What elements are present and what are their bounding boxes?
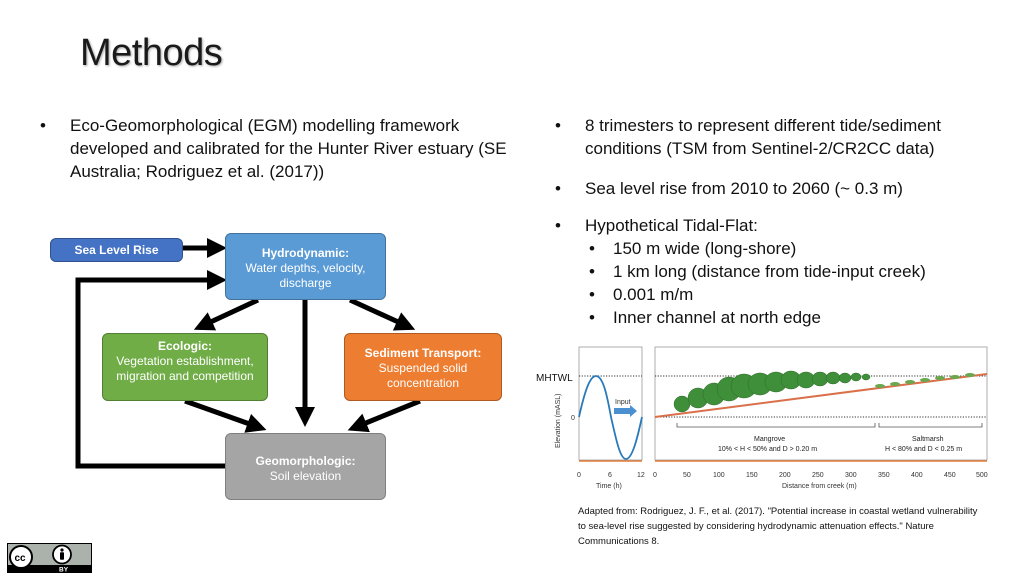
sub-bullet-long: 1 km long (distance from tide-input cree…	[555, 260, 975, 283]
mangrove-condition: 10% < H < 50% and D > 0.20 m	[718, 446, 817, 453]
sub-bullet-wide: 150 m wide (long-shore)	[555, 237, 975, 260]
time-tick: 12	[637, 472, 645, 479]
right-bullets: 8 trimesters to represent different tide…	[555, 114, 975, 329]
tidal-flat-figure: MHTWL Elevation (mASL) 0 0 6 12 Time (h)…	[536, 346, 988, 490]
time-tick: 0	[577, 472, 581, 479]
distance-tick: 450	[944, 472, 956, 479]
hydrodynamic-box: Hydrodynamic: Water depths, velocity, di…	[225, 233, 386, 300]
cc-icon: cc	[9, 545, 33, 569]
mangrove-canopy	[673, 370, 871, 413]
bullet-trimesters: 8 trimesters to represent different tide…	[555, 114, 975, 160]
bullet-tidal-flat: Hypothetical Tidal-Flat:	[555, 214, 975, 237]
distance-axis-label: Distance from creek (m)	[782, 483, 857, 490]
arrow-sed-to-geo	[347, 398, 421, 433]
svg-text:cc: cc	[15, 553, 27, 564]
arrow-feedback-loop	[75, 270, 227, 469]
distance-tick: 0	[653, 472, 657, 479]
saltmarsh-grass	[875, 373, 975, 388]
sea-level-rise-label: Sea Level Rise	[74, 243, 159, 257]
distance-tick: 400	[911, 472, 923, 479]
profile-panel: Mangrove 10% < H < 50% and D > 0.20 m Sa…	[653, 346, 988, 490]
geomorphologic-body: Soil elevation	[269, 469, 342, 483]
arrow-eco-to-geo	[184, 398, 267, 433]
tide-curve	[578, 375, 643, 460]
time-tick: 6	[608, 472, 612, 479]
ground-line	[654, 373, 988, 418]
ecologic-box: Ecologic: Vegetation establishment, migr…	[102, 333, 268, 401]
arrow-hydro-to-sed	[348, 297, 416, 331]
distance-tick: 150	[746, 472, 758, 479]
y-zero-label: 0	[571, 415, 575, 422]
citation: Adapted from: Rodriguez, J. F., et al. (…	[578, 506, 978, 547]
ecologic-body: Vegetation establishment, migration and …	[116, 354, 254, 383]
tide-panel-frame	[578, 346, 643, 461]
ecologic-head: Ecologic:	[157, 339, 212, 353]
hydrodynamic-head: Hydrodynamic:	[261, 246, 350, 260]
profile-panel-frame	[654, 346, 988, 461]
hydrodynamic-body: Water depths, velocity, discharge	[245, 261, 366, 290]
mhtwl-label: MHTWL	[536, 373, 573, 384]
mangrove-label: Mangrove	[754, 436, 785, 443]
input-label: Input	[615, 399, 631, 406]
distance-tick: 50	[683, 472, 691, 479]
page-title: Methods	[80, 32, 223, 74]
distance-tick: 350	[878, 472, 890, 479]
person-icon	[52, 544, 72, 565]
sub-bullet-slope: 0.001 m/m	[555, 283, 975, 306]
sub-bullet-channel: Inner channel at north edge	[555, 306, 975, 329]
saltmarsh-condition: H < 80% and D < 0.25 m	[885, 446, 962, 453]
tide-panel: 0 6 12 Time (h)	[577, 346, 645, 490]
distance-tick: 200	[779, 472, 791, 479]
sediment-head: Sediment Transport:	[364, 346, 482, 360]
saltmarsh-label: Saltmarsh	[912, 436, 944, 443]
time-axis-label: Time (h)	[596, 483, 622, 490]
arrow-hydro-to-eco	[193, 297, 260, 331]
by-label: BY	[59, 567, 69, 574]
saltmarsh-bracket	[878, 423, 983, 428]
distance-tick: 100	[713, 472, 725, 479]
mangrove-bracket	[676, 423, 876, 428]
geomorphologic-head: Geomorphologic:	[255, 454, 356, 468]
geomorphologic-box: Geomorphologic: Soil elevation	[225, 433, 386, 500]
left-bullets: Eco-Geomorphological (EGM) modelling fra…	[40, 114, 525, 183]
sediment-body: Suspended solid concentration	[378, 361, 468, 390]
cc-by-badge[interactable]: cc BY	[7, 543, 92, 573]
bullet-egm: Eco-Geomorphological (EGM) modelling fra…	[40, 114, 525, 183]
sediment-box: Sediment Transport: Suspended solid conc…	[344, 333, 502, 401]
input-arrow	[614, 405, 637, 417]
distance-ticks: 0 50 100 150 200 250 300 350 400 450 500	[653, 472, 988, 479]
bullet-sea-level: Sea level rise from 2010 to 2060 (~ 0.3 …	[555, 177, 975, 200]
y-axis-label: Elevation (mASL)	[555, 394, 562, 448]
distance-tick: 250	[812, 472, 824, 479]
distance-tick: 300	[845, 472, 857, 479]
sea-level-rise-box: Sea Level Rise	[50, 238, 183, 262]
distance-tick: 500	[976, 472, 988, 479]
time-ticks: 0 6 12	[577, 472, 645, 479]
